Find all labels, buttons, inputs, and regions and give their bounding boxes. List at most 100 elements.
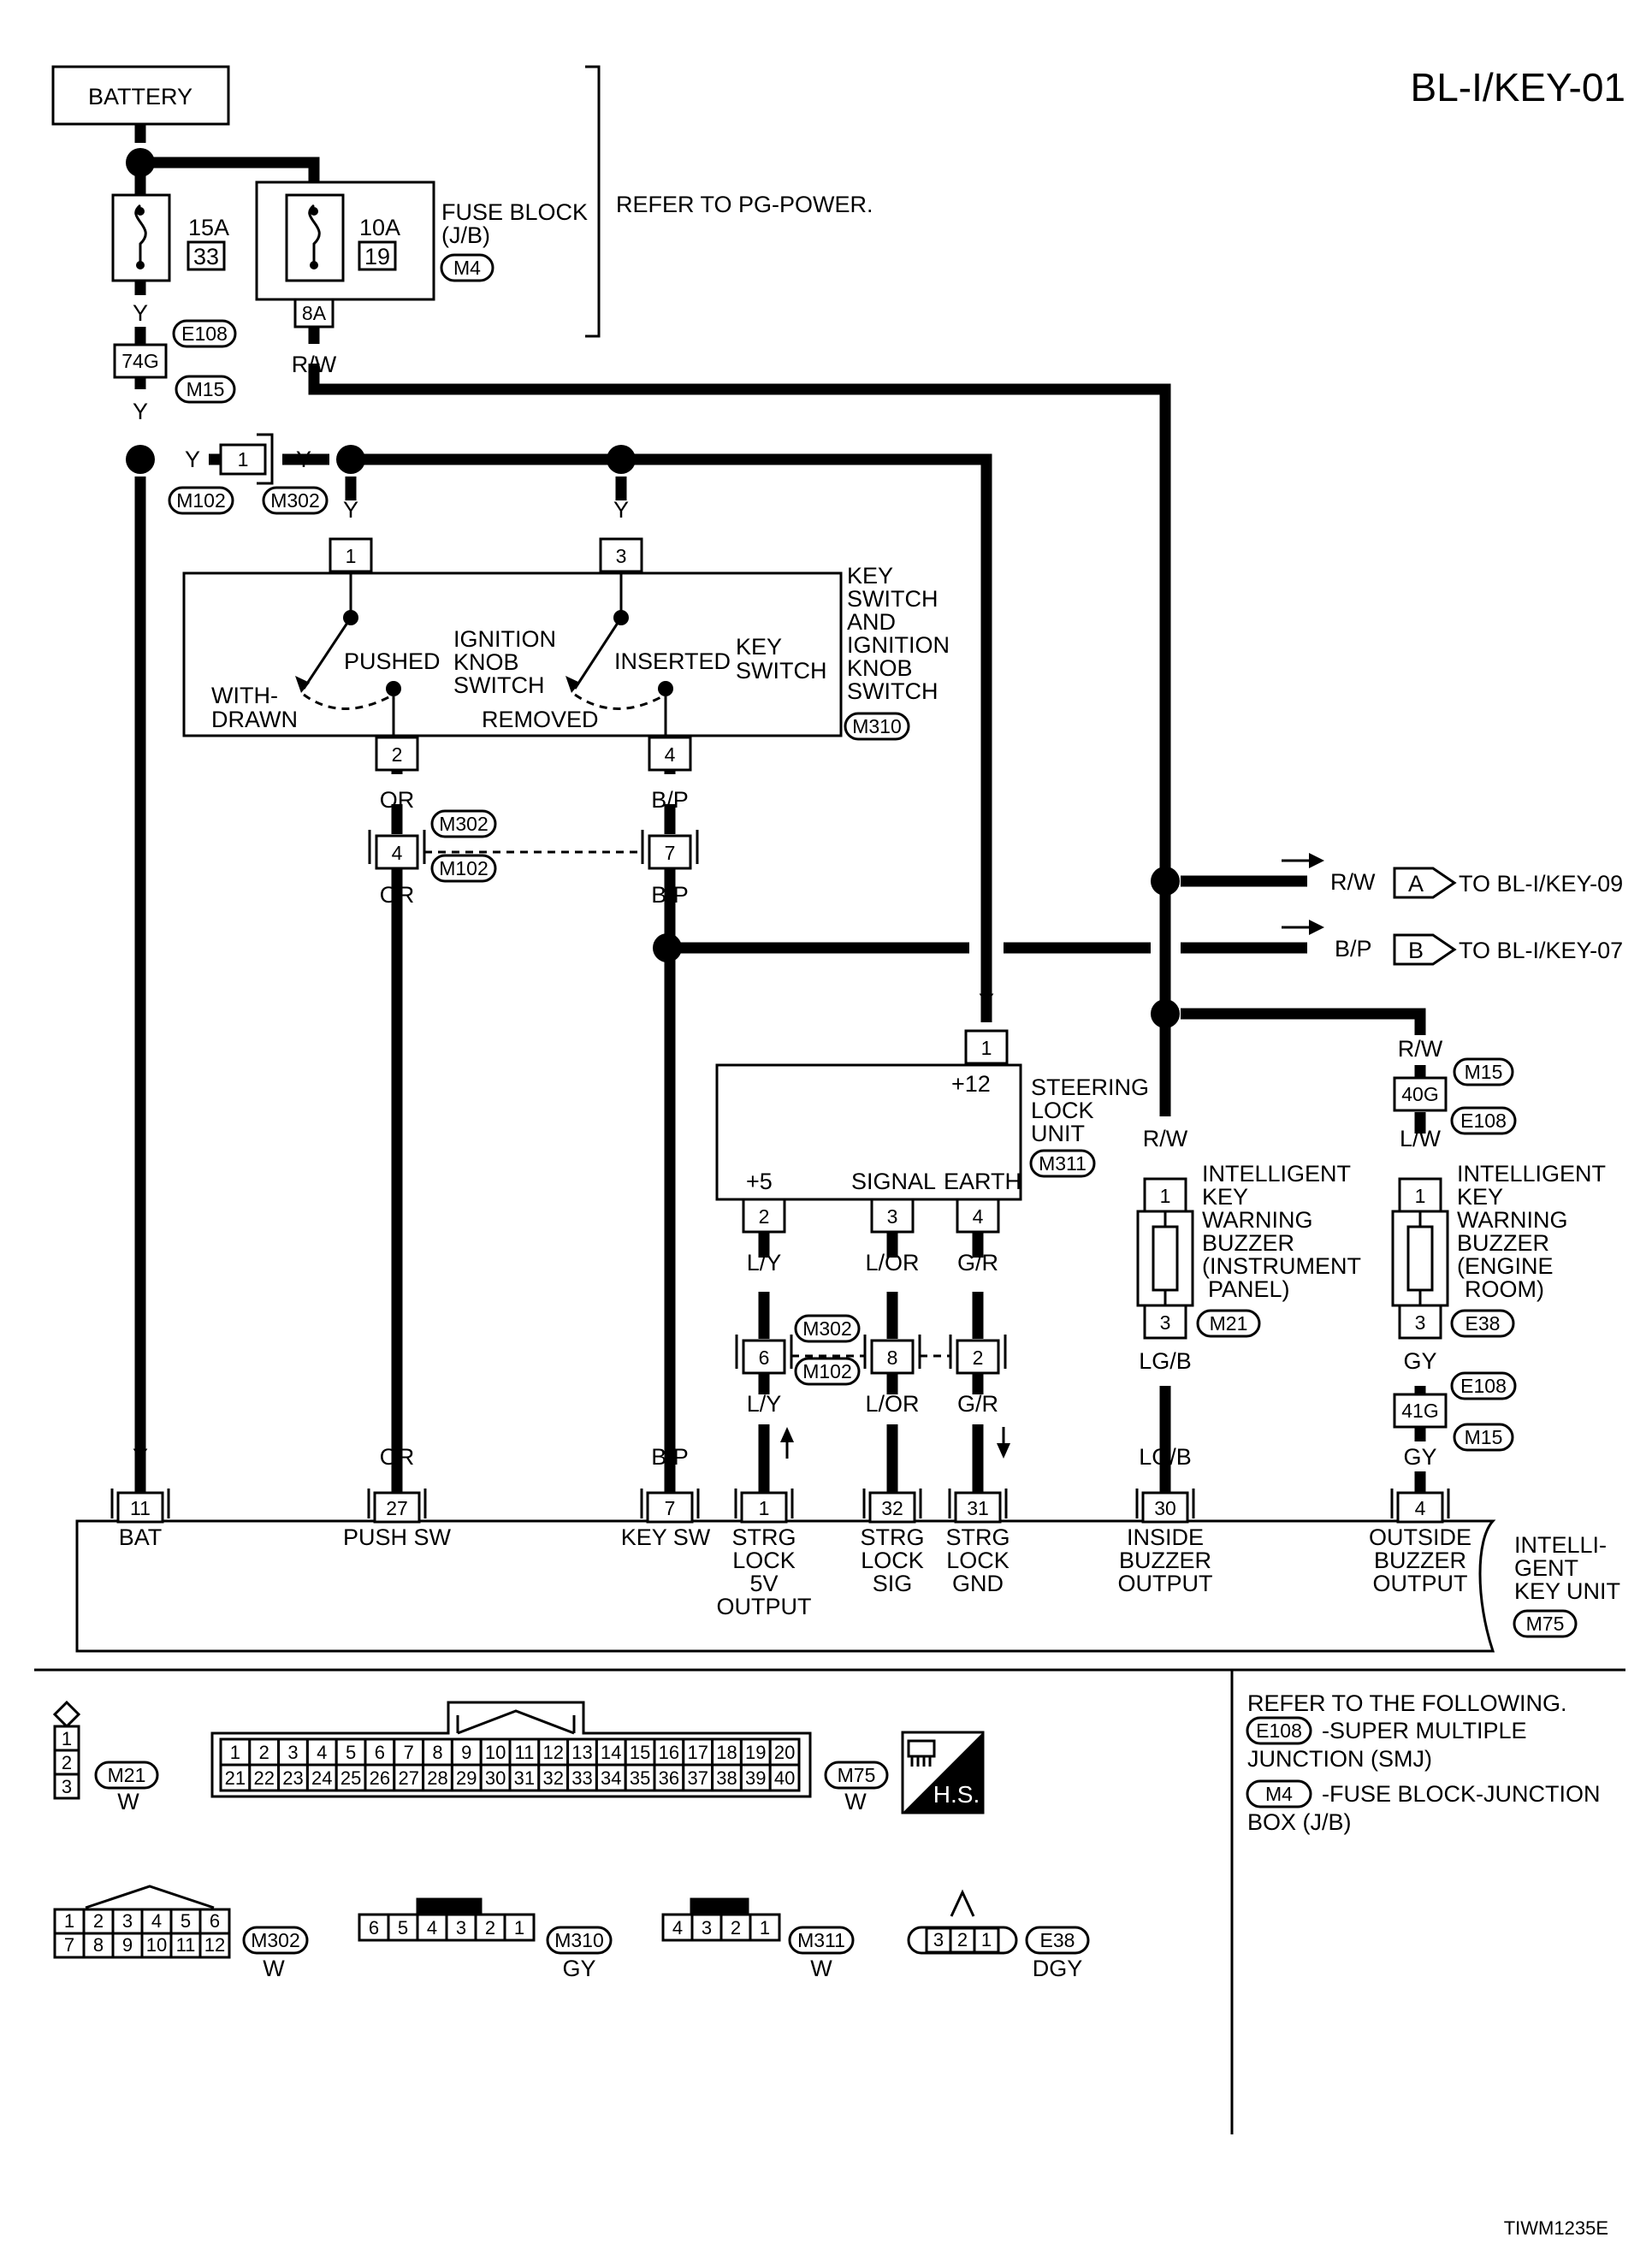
svg-text:OUTPUT: OUTPUT <box>1373 1571 1468 1596</box>
out-ref-a: R/W A TO BL-I/KEY-09 <box>1282 853 1623 899</box>
svg-text:INSIDE: INSIDE <box>1127 1524 1204 1550</box>
svg-text:M21: M21 <box>108 1764 146 1786</box>
m75-pin <box>739 1763 772 1792</box>
svg-text:GY: GY <box>1403 1348 1436 1374</box>
ks-withdrawn-1: WITH- <box>211 683 278 708</box>
svg-text:Y: Y <box>296 447 311 472</box>
key-switch-box <box>182 571 843 737</box>
svg-text:M15: M15 <box>1465 1061 1503 1083</box>
fuse-19-num: 19 <box>364 244 390 269</box>
m310-pin-num: 5 <box>398 1917 408 1938</box>
iku-pin-labels: BAT PUSH SW KEY SW STRG LOCK 5V OUTPUT S… <box>119 1524 1471 1619</box>
m75-pin <box>768 1763 801 1792</box>
conn-m75-label: M75 <box>1526 1613 1565 1635</box>
power-wires <box>134 124 1426 1518</box>
svg-text:G/R: G/R <box>957 1250 998 1276</box>
conn-74g-pin: 74G <box>121 350 158 372</box>
svg-text:BOX (J/B): BOX (J/B) <box>1247 1809 1352 1835</box>
signal-arrows <box>780 1427 1010 1459</box>
m302-pin-num: 11 <box>176 1934 196 1956</box>
svg-text:BUZZER: BUZZER <box>1374 1548 1466 1573</box>
m75-pin-num: 15 <box>630 1742 650 1763</box>
svg-text:OUTPUT: OUTPUT <box>717 1594 812 1619</box>
ks-pin-3: 3 <box>616 545 627 567</box>
svg-text:32: 32 <box>881 1497 903 1519</box>
diagram-title: BL-I/KEY-01 <box>1411 65 1625 110</box>
m75-pin-num: 32 <box>542 1767 563 1789</box>
e38-pin <box>925 1927 952 1954</box>
m311-pin-num: 2 <box>731 1917 741 1938</box>
svg-text:-SUPER MULTIPLE: -SUPER MULTIPLE <box>1322 1718 1527 1743</box>
svg-text:DGY: DGY <box>1033 1956 1083 1981</box>
m75-pin-num: 10 <box>485 1742 506 1763</box>
svg-text:AND: AND <box>847 609 896 635</box>
conn-m310-label: M310 <box>852 715 902 737</box>
svg-text:Y: Y <box>343 497 358 523</box>
m75-pin-num: 13 <box>571 1742 592 1763</box>
buzzer-ip-pin-3: 3 <box>1160 1311 1171 1334</box>
m75-pin-num: 38 <box>716 1767 737 1789</box>
svg-text:KEY: KEY <box>736 634 782 660</box>
footer-code: TIWM1235E <box>1504 2217 1608 2239</box>
svg-text:M15: M15 <box>1465 1426 1503 1448</box>
svg-text:W: W <box>263 1956 285 1981</box>
m310-pin <box>358 1913 390 1942</box>
svg-text:5V: 5V <box>749 1571 778 1596</box>
ks-pin-4: 4 <box>665 743 676 766</box>
svg-text:2: 2 <box>62 1752 72 1773</box>
svg-text:SWITCH: SWITCH <box>847 678 938 704</box>
fuse-out-pin-box <box>293 298 335 329</box>
svg-text:B/P: B/P <box>1335 936 1372 962</box>
svg-text:SWITCH: SWITCH <box>453 672 544 698</box>
refer-bracket <box>585 65 601 338</box>
m302-pin <box>53 1932 86 1959</box>
svg-text:LOCK: LOCK <box>732 1548 796 1573</box>
slu-pin-4: 4 <box>973 1205 984 1228</box>
m302-pin-num: 5 <box>181 1910 191 1932</box>
conn-e108-label: E108 <box>181 323 228 345</box>
svg-text:UNIT: UNIT <box>1031 1121 1085 1146</box>
svg-text:W: W <box>844 1789 867 1814</box>
svg-text:E108: E108 <box>1460 1375 1507 1397</box>
svg-text:R/W: R/W <box>1398 1036 1443 1062</box>
svg-text:(INSTRUMENT: (INSTRUMENT <box>1202 1253 1361 1279</box>
svg-text:M102: M102 <box>439 857 488 879</box>
svg-text:27: 27 <box>386 1497 408 1519</box>
m310-pin-num: 3 <box>456 1917 466 1938</box>
m75-pin <box>595 1763 627 1792</box>
m75-pin-num: 28 <box>427 1767 447 1789</box>
fuse-block-conn: M4 <box>453 257 481 279</box>
m75-pin-num: 22 <box>253 1767 274 1789</box>
svg-text:G/R: G/R <box>957 1391 998 1417</box>
steering-lock-label: STEERING LOCK UNIT <box>1031 1074 1149 1146</box>
fuse-33-amp: 15A <box>188 215 229 240</box>
ks-pin-1: 1 <box>346 545 357 567</box>
m302-pin <box>198 1932 231 1959</box>
m75-pin-num: 26 <box>370 1767 390 1789</box>
m75-pin <box>393 1737 425 1767</box>
m75-pin-num: 24 <box>311 1767 332 1789</box>
m75-pin <box>248 1763 281 1792</box>
fuse-block-box <box>255 181 435 301</box>
svg-text:LG/B: LG/B <box>1139 1444 1192 1470</box>
conn-m311-label: M311 <box>1039 1152 1087 1175</box>
svg-text:BAT: BAT <box>119 1524 163 1550</box>
m310-pin-num: 2 <box>485 1917 495 1938</box>
svg-text:3: 3 <box>62 1776 72 1797</box>
conn-m15-label: M15 <box>187 378 225 400</box>
m75-pin <box>682 1763 714 1792</box>
m302-pin-num: 2 <box>93 1910 104 1932</box>
m302-pin-num: 10 <box>146 1934 167 1956</box>
battery-label: BATTERY <box>88 84 192 110</box>
iku-pins: 11 27 7 1 32 31 30 4 <box>110 1489 1450 1524</box>
svg-text:Y: Y <box>133 399 148 424</box>
svg-text:-FUSE BLOCK-JUNCTION: -FUSE BLOCK-JUNCTION <box>1322 1781 1601 1807</box>
svg-text:1: 1 <box>62 1728 72 1749</box>
svg-text:(ENGINE: (ENGINE <box>1457 1253 1554 1279</box>
svg-text:L/Y: L/Y <box>747 1391 782 1417</box>
slu-pin-1: 1 <box>981 1037 992 1059</box>
